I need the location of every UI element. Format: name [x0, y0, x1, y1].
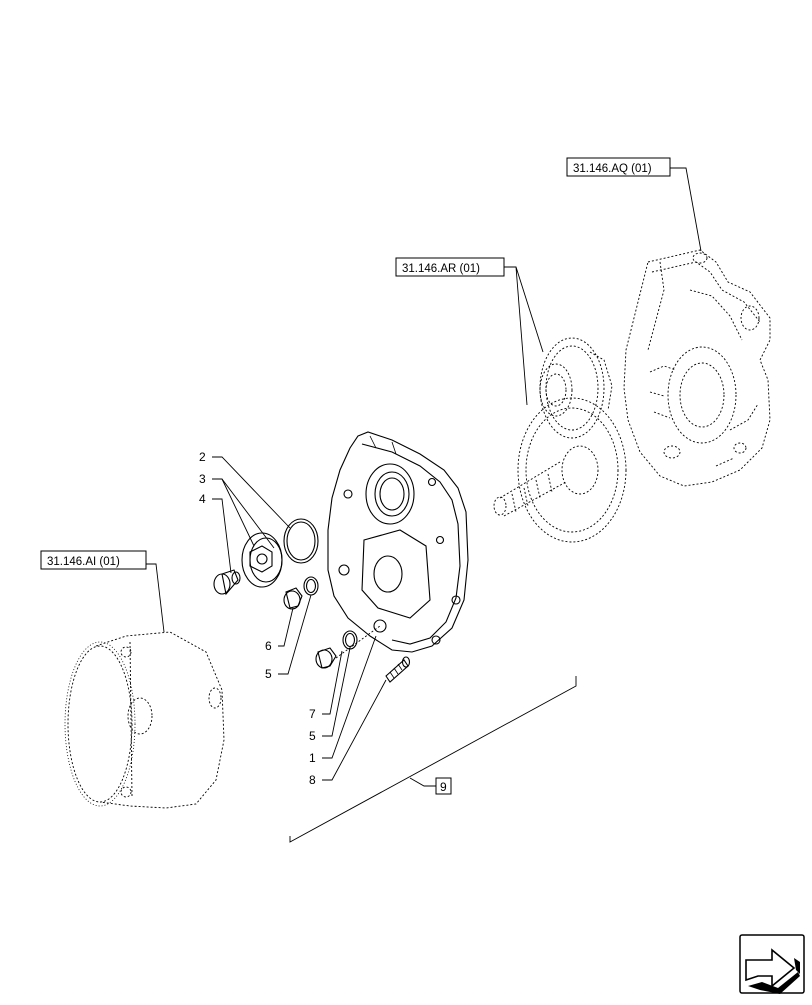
leader-2 [212, 456, 291, 529]
callout-5-lower: 5 [309, 729, 316, 743]
callout-4: 4 [199, 492, 206, 506]
bolt-part-8[interactable] [385, 656, 411, 683]
callout-2: 2 [199, 450, 206, 464]
callout-9[interactable]: 9 [435, 777, 452, 795]
seal-ring-part-5b[interactable] [342, 630, 358, 650]
svg-text:31.146.AR (01): 31.146.AR (01) [402, 263, 480, 275]
svg-text:31.146.AQ (01): 31.146.AQ (01) [573, 163, 652, 175]
gear-shaft-assembly-dashed [493, 337, 627, 543]
svg-text:31.146.AI (01): 31.146.AI (01) [47, 556, 120, 568]
seal-ring-part-5[interactable] [303, 576, 319, 596]
leader-5b [322, 647, 351, 737]
o-ring-part-2[interactable] [283, 518, 319, 564]
leader-1 [322, 635, 377, 759]
svg-text:9: 9 [440, 780, 447, 794]
callout-7: 7 [309, 707, 316, 721]
reference-label-aq[interactable]: 31.146.AQ (01) [566, 157, 671, 177]
callout-6: 6 [265, 639, 272, 653]
flywheel-housing-dashed [64, 631, 225, 809]
leader-aq [670, 167, 702, 252]
rear-housing-dashed [623, 249, 771, 487]
reference-label-ai[interactable]: 31.146.AI (01) [40, 550, 147, 570]
leader-8 [322, 679, 387, 781]
assembly-bracket-line [289, 676, 577, 843]
plug-part-6[interactable] [283, 587, 303, 610]
flange-cap-part-3[interactable] [241, 532, 283, 588]
callout-1: 1 [309, 751, 316, 765]
reference-label-ar[interactable]: 31.146.AR (01) [395, 257, 505, 277]
leader-ai [146, 563, 165, 633]
leader-7 [322, 650, 343, 715]
leader-6 [278, 607, 294, 647]
leader-4 [212, 478, 275, 574]
leader-9 [409, 777, 436, 787]
leader-ar [504, 266, 544, 406]
leader-5a [278, 594, 312, 675]
plug-part-7[interactable] [315, 647, 337, 669]
callout-5: 5 [265, 667, 272, 681]
front-cover-plate[interactable] [327, 431, 469, 653]
callout-8: 8 [309, 773, 316, 787]
plug-part-4[interactable] [213, 569, 241, 596]
alignment-line [335, 625, 381, 659]
next-page-arrow-icon[interactable] [739, 934, 805, 994]
callout-3: 3 [199, 472, 206, 486]
